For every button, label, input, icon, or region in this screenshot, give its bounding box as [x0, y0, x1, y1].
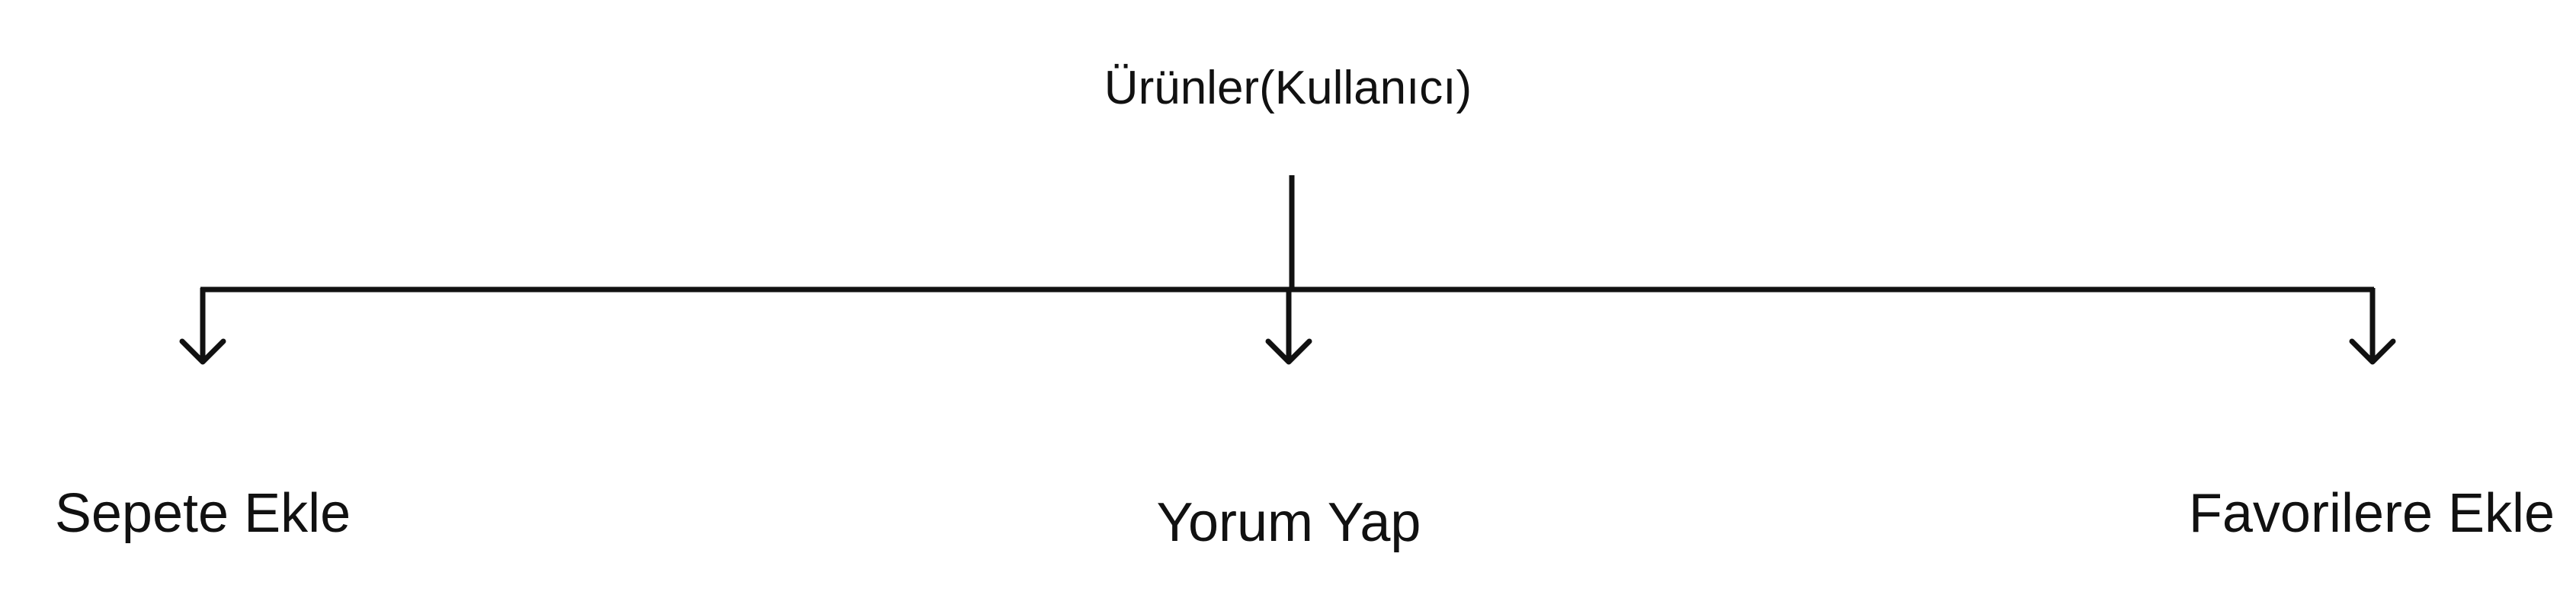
branch-favorilere-ekle: [2349, 288, 2396, 365]
branch-sepete-ekle: [179, 288, 226, 365]
arrow-down-icon: [179, 338, 226, 365]
branch-yorum-yap: [1265, 288, 1312, 365]
child-node-yorum-yap: Yorum Yap: [1157, 492, 1421, 553]
child-node-favorilere-ekle: Favorilere Ekle: [2189, 483, 2555, 544]
arrow-down-icon: [1265, 338, 1312, 365]
child-node-sepete-ekle: Sepete Ekle: [55, 483, 351, 544]
arrow-down-icon: [2349, 338, 2396, 365]
root-node-label: Ürünler(Kullanıcı): [1104, 62, 1472, 114]
